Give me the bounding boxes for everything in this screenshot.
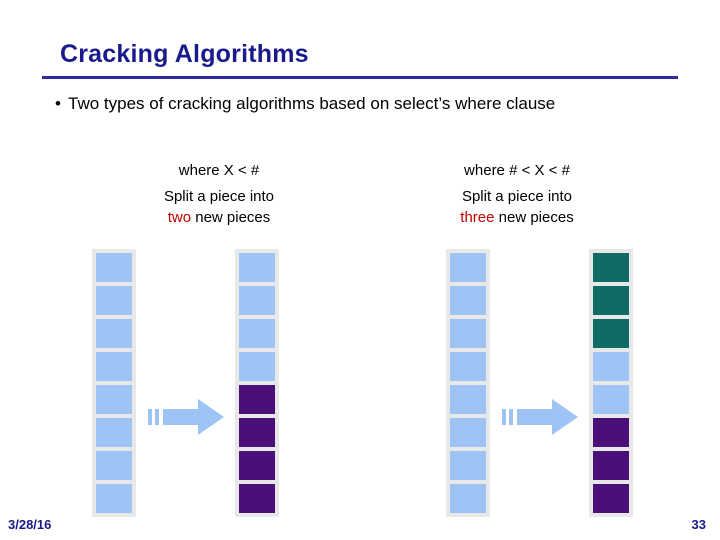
- block-purple: [239, 484, 275, 513]
- block-blue: [450, 418, 486, 447]
- right-column-caption-line1: Split a piece into: [461, 188, 573, 205]
- right-output-stack: [589, 249, 633, 517]
- bullet-text: Two types of cracking algorithms based o…: [68, 94, 556, 113]
- left-column-caption-rest: new pieces: [191, 209, 271, 226]
- left-column-heading-group: where X < # Split a piece into two new p…: [74, 160, 364, 228]
- block-blue: [239, 352, 275, 381]
- block-purple: [239, 451, 275, 480]
- title-divider: [42, 76, 678, 79]
- left-column-heading: where X < #: [178, 162, 260, 179]
- left-input-stack: [92, 249, 136, 517]
- left-column-highlight: two: [167, 209, 192, 226]
- block-blue: [239, 286, 275, 315]
- block-teal: [593, 319, 629, 348]
- block-purple: [593, 451, 629, 480]
- left-split-arrow-icon: [148, 399, 224, 435]
- block-purple: [239, 418, 275, 447]
- date-stamp: 3/28/16: [8, 517, 52, 532]
- block-blue: [96, 385, 132, 414]
- block-blue: [96, 286, 132, 315]
- page-number: 33: [691, 517, 706, 532]
- block-teal: [593, 253, 629, 282]
- block-blue: [450, 352, 486, 381]
- block-blue: [450, 319, 486, 348]
- right-split-arrow-icon: [502, 399, 578, 435]
- block-purple: [593, 418, 629, 447]
- block-blue: [96, 319, 132, 348]
- left-column-caption-line1: Split a piece into: [163, 188, 275, 205]
- block-blue: [450, 451, 486, 480]
- block-blue: [450, 253, 486, 282]
- bullet-item: • Two types of cracking algorithms based…: [48, 92, 678, 116]
- block-purple: [593, 484, 629, 513]
- left-column-caption-line2: two new pieces: [74, 207, 364, 228]
- right-column-caption-line2: three new pieces: [372, 207, 662, 228]
- right-column-heading-group: where # < X < # Split a piece into three…: [372, 160, 662, 228]
- block-purple: [239, 385, 275, 414]
- block-blue: [96, 484, 132, 513]
- block-blue: [593, 352, 629, 381]
- page-title: Cracking Algorithms: [60, 40, 309, 68]
- block-blue: [96, 418, 132, 447]
- block-blue: [593, 385, 629, 414]
- bullet-marker: •: [55, 94, 61, 113]
- block-blue: [96, 253, 132, 282]
- right-column-caption-rest: new pieces: [494, 209, 574, 226]
- block-blue: [450, 385, 486, 414]
- block-blue: [239, 253, 275, 282]
- block-blue: [450, 286, 486, 315]
- block-blue: [239, 319, 275, 348]
- block-teal: [593, 286, 629, 315]
- block-blue: [450, 484, 486, 513]
- block-blue: [96, 451, 132, 480]
- right-column-highlight: three: [460, 209, 495, 226]
- right-column-heading: where # < X < #: [464, 162, 570, 179]
- right-input-stack: [446, 249, 490, 517]
- left-output-stack: [235, 249, 279, 517]
- block-blue: [96, 352, 132, 381]
